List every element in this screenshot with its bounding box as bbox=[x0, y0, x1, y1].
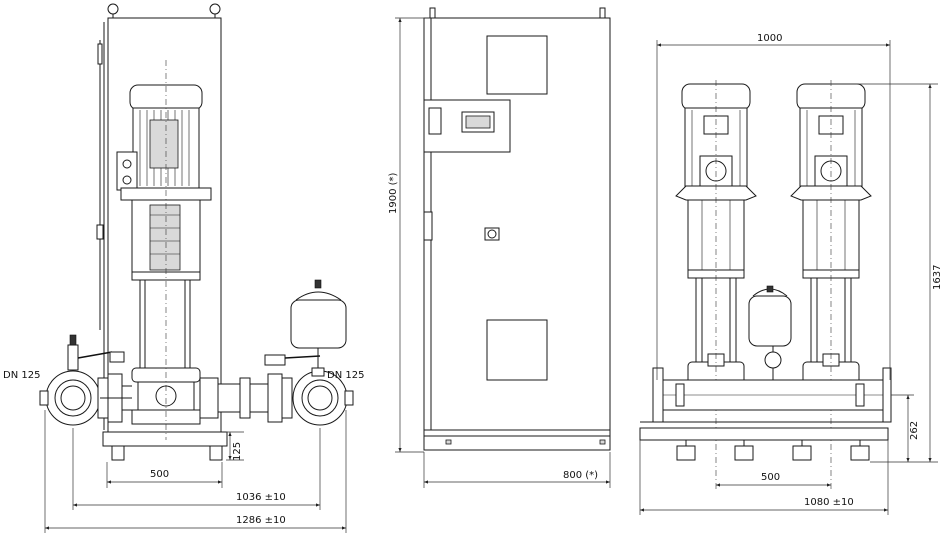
cabinet-vent-top bbox=[486, 35, 548, 95]
dim-1080-label: 1080 ±10 bbox=[804, 497, 854, 508]
cabinet-door-handle bbox=[423, 211, 433, 241]
side-motor bbox=[116, 84, 212, 201]
dim-1000-label: 1000 bbox=[757, 33, 782, 44]
front-pressure-tank bbox=[748, 285, 792, 382]
side-dimensions bbox=[44, 410, 347, 533]
cabinet-dimensions bbox=[395, 17, 611, 488]
front-manifold bbox=[652, 367, 892, 423]
dim-500-side-label: 500 bbox=[150, 469, 169, 480]
front-pump-left bbox=[675, 80, 757, 490]
dim-800-label: 800 (*) bbox=[563, 470, 598, 481]
front-view: 1000 1637 262 500 1080 ±10 bbox=[639, 33, 943, 515]
dn-right-label: DN 125 bbox=[327, 370, 364, 381]
dim-262-label: 262 bbox=[909, 421, 920, 440]
dim-1900-label: 1900 (*) bbox=[388, 172, 399, 214]
dn-left-label: DN 125 bbox=[3, 370, 40, 381]
cabinet-main-switch bbox=[484, 227, 500, 241]
side-right-assembly bbox=[199, 279, 354, 426]
front-dimensions bbox=[639, 40, 938, 515]
cabinet-view: 1900 (*) 800 (*) bbox=[388, 7, 611, 488]
dim-500-front-label: 500 bbox=[761, 472, 780, 483]
cabinet-vent-bottom bbox=[486, 319, 548, 381]
dim-1036-label: 1036 ±10 bbox=[236, 492, 286, 503]
side-left-flange bbox=[39, 334, 132, 426]
side-view: DN 125 DN 125 125 500 1036 ±10 1286 ±10 bbox=[3, 3, 364, 533]
side-base bbox=[102, 60, 228, 461]
front-base bbox=[639, 421, 889, 461]
dim-1637-label: 1637 bbox=[932, 265, 943, 290]
dim-1286-label: 1286 ±10 bbox=[236, 515, 286, 526]
dim-125-label: 125 bbox=[232, 442, 243, 461]
